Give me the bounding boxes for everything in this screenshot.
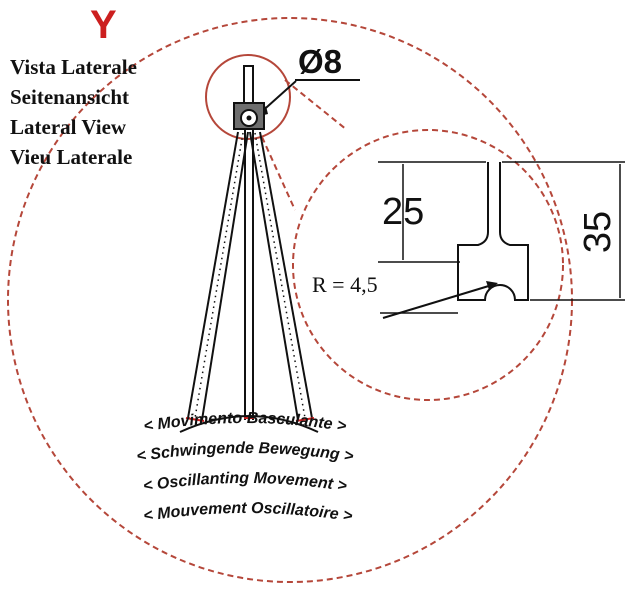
motion-label-en: < Oscillanting Movement > (142, 470, 348, 495)
swing-arc (179, 415, 319, 433)
motion-label-fr: < Mouvement Oscillatoire > (142, 500, 353, 525)
pendulum-arm-right-outer (259, 131, 313, 419)
view-label-fr: Vieu Laterale (10, 145, 132, 169)
slot-profile (457, 162, 529, 301)
view-label-it: Vista Laterale (10, 55, 137, 79)
view-label-de: Seitenansicht (10, 85, 129, 109)
detail-connector-top (284, 79, 348, 131)
pivot-detail-circle (205, 54, 291, 140)
dim25-label: 25 (382, 191, 424, 233)
detail-connector-bottom (261, 136, 296, 211)
radius-label: R = 4,5 (312, 272, 378, 297)
pivot-pin-center (246, 115, 252, 121)
radius-arrowhead (486, 281, 498, 290)
diameter-label: Ø8 (298, 43, 342, 80)
view-label-en: Lateral View (10, 115, 127, 139)
pendulum-arm-left-inner (201, 131, 249, 421)
pendulum-arm-right-tip (295, 417, 315, 422)
pendulum-arm-left-dots (194, 132, 244, 419)
dim35-label: 35 (577, 211, 619, 253)
pendulum-arm-left-outer (187, 131, 239, 419)
pendulum-arm-right-inner (249, 131, 299, 421)
radius-leader (382, 284, 493, 319)
view-letter: Y (90, 3, 117, 47)
pendulum-rod-top (243, 65, 254, 105)
detail-dashed-circle (292, 129, 564, 401)
pendulum-arm-left-tip (185, 417, 205, 422)
motion-label-de: < Schwingende Bewegung > (135, 440, 354, 465)
